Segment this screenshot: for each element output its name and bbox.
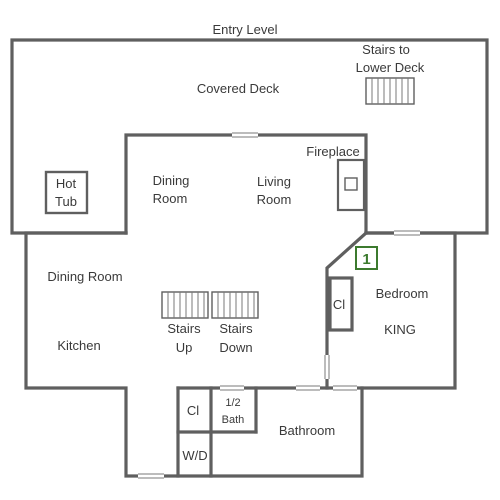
stairs-lower-deck [365,77,415,105]
stairs-lower-deck-label-1: Stairs to [362,42,410,57]
outer-wall [24,231,457,478]
door-half-bath [220,385,244,391]
fireplace-insert [344,177,358,191]
stairs-down-label-2: Down [219,340,252,355]
bedroom-number-marker: 1 [355,246,378,270]
covered-deck-label: Covered Deck [197,81,280,96]
living-room-label-1: Living [257,174,291,189]
hot-tub [44,170,89,215]
hall-closet-label: Cl [187,403,199,418]
bedroom-left-wall [325,230,369,390]
stairs-down [211,291,259,319]
hot-tub-label-2: Tub [55,194,77,209]
living-room-label-2: Room [257,192,292,207]
dining-room-upper-label-2: Room [153,191,188,206]
door-deck [232,132,258,138]
bedroom-closet [328,276,354,332]
door-bedroom-top [394,230,420,236]
kitchen-label: Kitchen [57,338,100,353]
door-bedroom-side [324,355,330,379]
washer-dryer-label: W/D [182,448,207,463]
door-bathroom-bedroom [333,385,357,391]
dining-room-label: Dining Room [47,269,122,284]
stairs-down-label-1: Stairs [219,321,253,336]
dining-room-upper-label-1: Dining [153,173,190,188]
bedroom-label: Bedroom [376,286,429,301]
door-entry [138,473,164,479]
half-bath-label-1: 1/2 [225,397,240,409]
bathroom-label: Bathroom [279,423,335,438]
half-bath-label-2: Bath [222,414,245,426]
bedroom-closet-label: Cl [333,297,345,312]
stairs-up-label-1: Stairs [167,321,201,336]
stairs-up [161,291,209,319]
stairs-lower-deck-label-2: Lower Deck [356,60,425,75]
fireplace-box [336,158,366,212]
stairs-up-label-2: Up [176,340,193,355]
bedroom-number: 1 [362,251,370,268]
hot-tub-label-1: Hot [56,176,77,191]
bed-size-label: KING [384,322,416,337]
fireplace-label: Fireplace [306,144,359,159]
plan-title: Entry Level [212,22,277,37]
door-bathroom-hall [296,385,320,391]
